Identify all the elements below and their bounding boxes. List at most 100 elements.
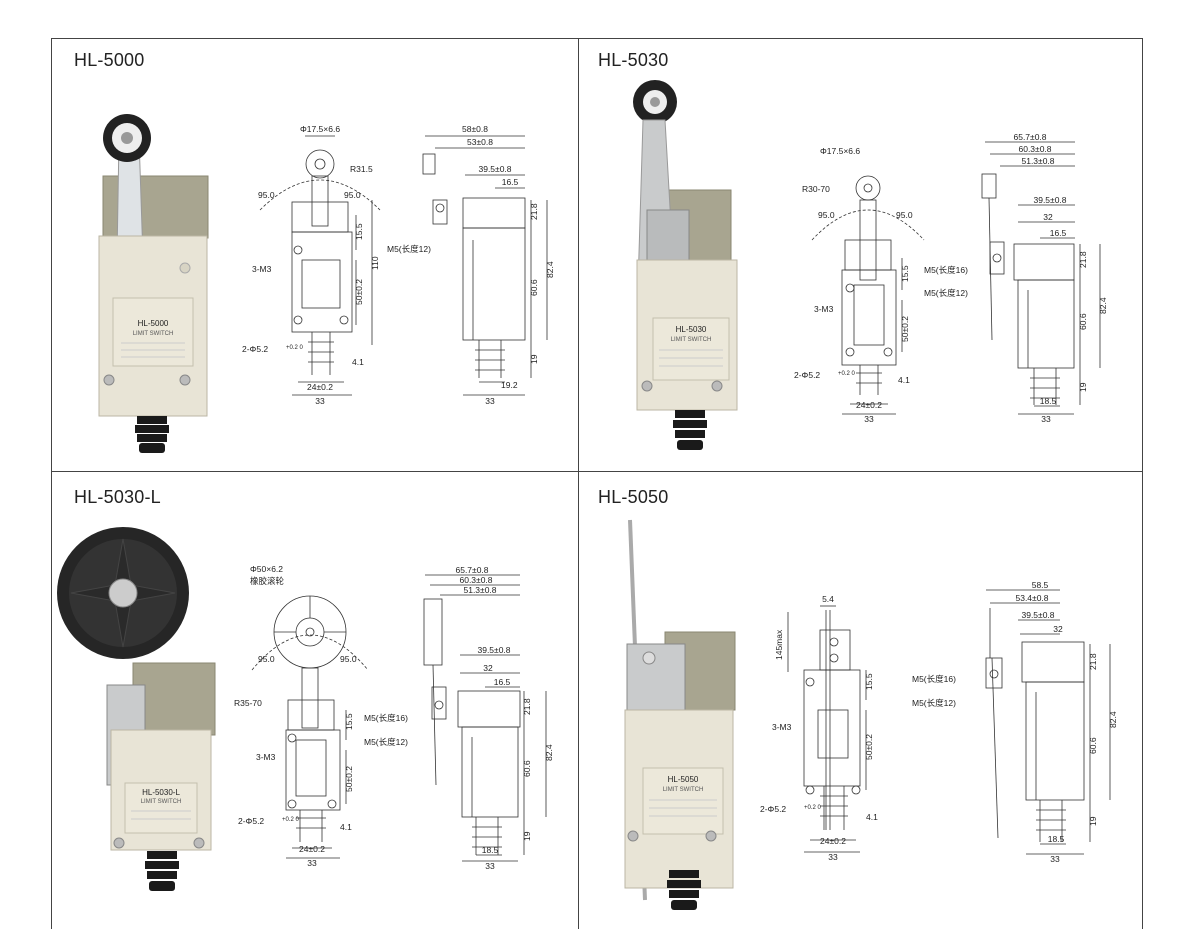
dim-m5-12: M5(长度12) [364, 737, 408, 747]
dim-21-8: 21.8 [1088, 653, 1098, 670]
dim-82-4: 82.4 [1098, 297, 1108, 314]
dim-33-side: 33 [1041, 414, 1051, 424]
dim-21-8: 21.8 [1078, 251, 1088, 268]
dim-diameter: Φ17.5×6.6 [820, 146, 860, 156]
dim-angle-right: 95.0 [344, 190, 361, 200]
dim-15-5: 15.5 [344, 713, 354, 730]
panel-title-hl-5030: HL-5030 [598, 50, 669, 70]
label-model: HL-5030-L [142, 788, 180, 797]
panel-title-hl-5050: HL-5050 [598, 487, 669, 507]
panel-title-hl-5000: HL-5000 [74, 50, 145, 70]
dim-60-3: 60.3±0.8 [459, 575, 492, 585]
panel-divider-vertical [578, 38, 579, 929]
dim-19: 19 [522, 831, 532, 841]
dim-angle-right: 95.0 [896, 210, 913, 220]
panel-divider-horizontal [51, 471, 1143, 472]
front-drawing-hl-5030: Φ17.5×6.6 R30-70 95.0 95.0 3-M3 2-Φ5.2 1… [794, 146, 925, 424]
dim-60-6: 60.6 [529, 279, 539, 296]
dim-m5: M5(长度12) [387, 244, 431, 254]
dim-82-4: 82.4 [545, 261, 555, 278]
dim-m3: 3-M3 [256, 752, 276, 762]
dim-24: 24±0.2 [307, 382, 333, 392]
dim-rubber-roller: 橡胶滚轮 [250, 576, 285, 586]
dim-65-7: 65.7±0.8 [455, 565, 488, 575]
dim-53: 53±0.8 [467, 137, 493, 147]
label-sub: LIMIT SWITCH [663, 787, 704, 793]
dim-16-5: 16.5 [1050, 228, 1067, 238]
label-sub: LIMIT SWITCH [141, 799, 182, 805]
dim-hole-tolerance: +0.2 0 [286, 345, 304, 351]
dim-15-5: 15.5 [354, 223, 364, 240]
dim-33-side: 33 [1050, 854, 1060, 864]
dim-diameter: Φ17.5×6.6 [300, 124, 340, 134]
dim-33: 33 [315, 396, 325, 406]
dim-21-8: 21.8 [529, 203, 539, 220]
dim-33: 33 [307, 858, 317, 868]
product-photo-hl-5030-l: HL-5030-L LIMIT SWITCH [57, 527, 216, 891]
dim-4-1: 4.1 [898, 375, 910, 385]
label-model: HL-5050 [668, 775, 699, 784]
dim-hole: 2-Φ5.2 [794, 370, 820, 380]
dim-4-1: 4.1 [352, 357, 364, 367]
front-drawing-hl-5050: 5.4 145max 3-M3 2-Φ5.2 15.5 50±0.2 4.1 2… [760, 594, 878, 862]
dim-39-5: 39.5±0.8 [478, 164, 511, 174]
side-drawing-hl-5030: 65.7±0.8 60.3±0.8 51.3±0.8 39.5±0.8 32 1… [924, 132, 1108, 424]
dim-16-5: 16.5 [494, 677, 511, 687]
dim-32: 32 [1053, 624, 1063, 634]
dim-19-2: 19.2 [501, 380, 518, 390]
dim-65-7: 65.7±0.8 [1013, 132, 1046, 142]
dim-50: 50±0.2 [864, 734, 874, 760]
dim-radius: R31.5 [350, 164, 373, 174]
dim-angle-left: 95.0 [818, 210, 835, 220]
dim-hole-tolerance: +0.2 0 [838, 371, 856, 377]
dim-58-5: 58.5 [1032, 580, 1049, 590]
front-drawing-hl-5000: Φ17.5×6.6 R31.5 95.0 95.0 3-M3 2-Φ5.2 15… [242, 124, 381, 406]
dim-hole: 2-Φ5.2 [242, 344, 268, 354]
dim-39-5: 39.5±0.8 [1021, 610, 1054, 620]
dim-19: 19 [1078, 382, 1088, 392]
dim-39-5: 39.5±0.8 [1033, 195, 1066, 205]
dim-5-4: 5.4 [822, 594, 834, 604]
dim-60-6: 60.6 [522, 760, 532, 777]
dim-15-5: 15.5 [864, 673, 874, 690]
dim-hole: 2-Φ5.2 [760, 804, 786, 814]
dim-18-5: 18.5 [1040, 396, 1057, 406]
dim-33: 33 [864, 414, 874, 424]
dim-hole-tolerance: +0.2 0 [282, 817, 300, 823]
dim-m3: 3-M3 [772, 722, 792, 732]
dim-32: 32 [1043, 212, 1053, 222]
dim-33-side: 33 [485, 396, 495, 406]
dim-21-8: 21.8 [522, 698, 532, 715]
dim-m5-16: M5(长度16) [912, 674, 956, 684]
dim-60-6: 60.6 [1088, 737, 1098, 754]
panel-title-hl-5030-l: HL-5030-L [74, 487, 161, 507]
label-sub: LIMIT SWITCH [133, 331, 174, 337]
label-model: HL-5000 [138, 319, 169, 328]
dim-24: 24±0.2 [856, 400, 882, 410]
dim-60-3: 60.3±0.8 [1018, 144, 1051, 154]
dim-m5-12: M5(长度12) [924, 288, 968, 298]
dim-m3: 3-M3 [814, 304, 834, 314]
product-photo-hl-5050: HL-5050 LIMIT SWITCH [624, 519, 736, 910]
dim-18-5: 18.5 [1048, 834, 1065, 844]
dim-m5-16: M5(长度16) [924, 265, 968, 275]
side-drawing-hl-5050: 58.5 53.4±0.8 39.5±0.8 32 M5(长度16) M5(长度… [912, 580, 1118, 864]
dim-19: 19 [1088, 816, 1098, 826]
dim-hole: 2-Φ5.2 [238, 816, 264, 826]
dim-32: 32 [483, 663, 493, 673]
dim-24: 24±0.2 [820, 836, 846, 846]
label-model: HL-5030 [676, 325, 707, 334]
dim-4-1: 4.1 [340, 822, 352, 832]
dim-110: 110 [370, 256, 380, 270]
dim-50: 50±0.2 [900, 316, 910, 342]
dim-radius: R35-70 [234, 698, 262, 708]
dim-50: 50±0.2 [354, 279, 364, 305]
dim-51-3: 51.3±0.8 [463, 585, 496, 595]
dim-15-5: 15.5 [900, 265, 910, 282]
dim-145max: 145max [774, 629, 784, 660]
dim-diameter: Φ50×6.2 [250, 564, 283, 574]
dim-60-6: 60.6 [1078, 313, 1088, 330]
dim-58: 58±0.8 [462, 124, 488, 134]
dim-m5-12: M5(长度12) [912, 698, 956, 708]
product-photo-hl-5030: HL-5030 LIMIT SWITCH [633, 80, 738, 450]
